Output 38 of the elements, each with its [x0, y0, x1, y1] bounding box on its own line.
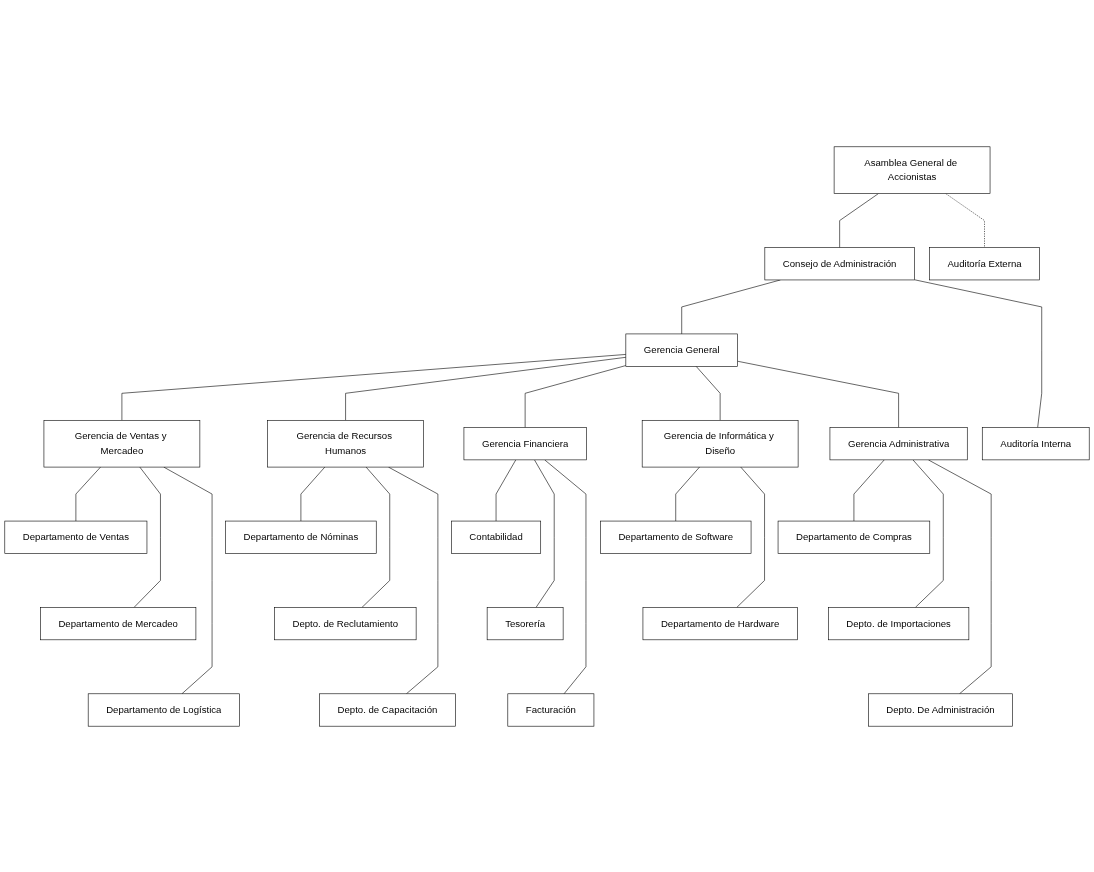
connector — [839, 192, 879, 248]
connector — [914, 278, 1043, 428]
connector — [928, 459, 992, 694]
node-box: Gerencia de Ventas y Mercadeo — [43, 419, 201, 467]
node-box: Departamento de Hardware — [642, 606, 798, 640]
node-box: Departamento de Logística — [87, 693, 240, 726]
node-box: Gerencia General — [625, 333, 738, 367]
node-box: Departamento de Software — [600, 520, 752, 554]
node-box: Facturación — [507, 693, 595, 726]
connector — [912, 459, 944, 608]
node-box: Departamento de Compras — [777, 520, 931, 554]
connector — [695, 365, 721, 421]
connector — [345, 356, 627, 421]
connector — [524, 364, 627, 428]
connector — [121, 353, 627, 421]
node-box: Consejo de Administración — [764, 246, 915, 280]
node-box: Tesorería — [486, 606, 564, 640]
connector — [544, 459, 587, 694]
node-box: Depto. de Reclutamiento — [274, 606, 417, 640]
connector — [361, 466, 391, 608]
node-box: Departamento de Mercadeo — [40, 606, 197, 640]
node-box: Contabilidad — [451, 520, 541, 554]
node-box: Asamblea General de Accionistas — [833, 146, 991, 194]
node-box: Gerencia de Recursos Humanos — [267, 419, 424, 467]
node-box: Gerencia de Informática y Diseño — [641, 419, 799, 467]
node-box: Departamento de Nóminas — [225, 520, 377, 554]
node-box: Auditoría Externa — [929, 246, 1040, 280]
connector — [737, 360, 899, 428]
node-box: Auditoría Interna — [981, 426, 1090, 460]
connector — [388, 466, 439, 694]
node-box: Depto. de Importaciones — [828, 606, 970, 640]
connector — [163, 466, 213, 694]
node-box: Departamento de Ventas — [4, 520, 148, 554]
connector — [300, 466, 326, 521]
node-box: Gerencia Financiera — [463, 426, 587, 460]
node-box: Gerencia Administrativa — [829, 426, 968, 460]
node-box: Depto. De Administración — [868, 693, 1013, 726]
node-box: Depto. de Capacitación — [319, 693, 456, 726]
